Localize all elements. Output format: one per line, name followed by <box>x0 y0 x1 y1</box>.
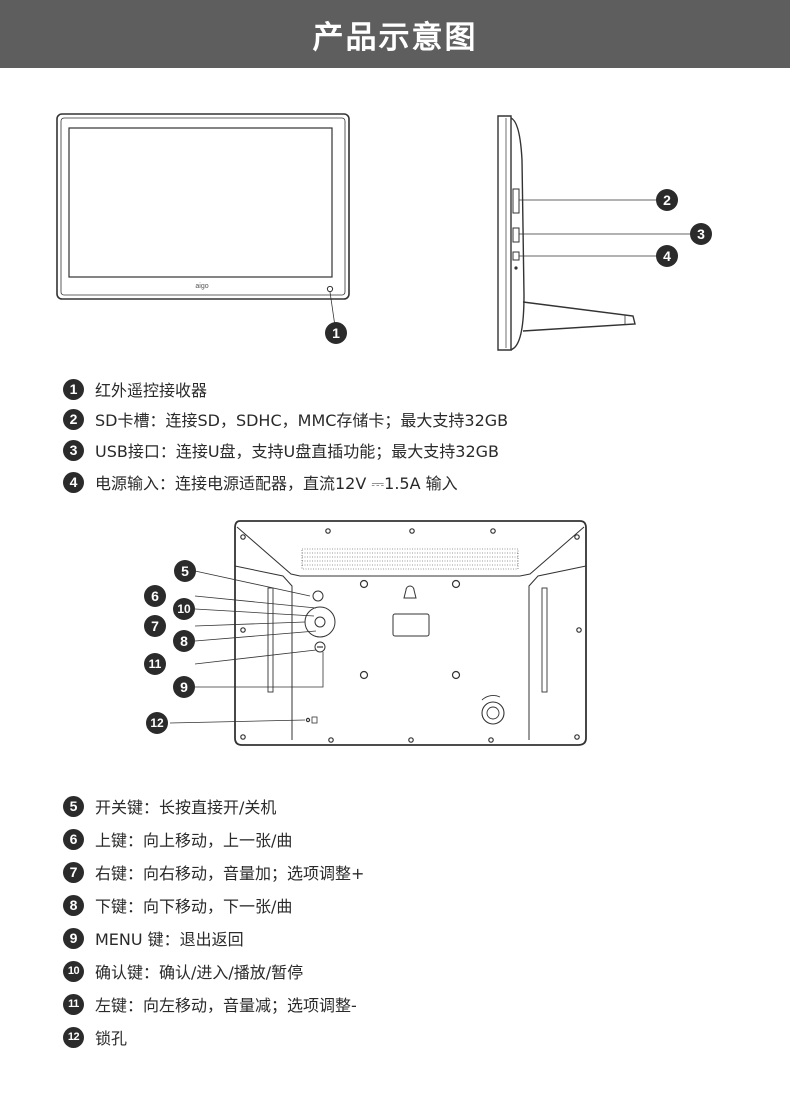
ir-receiver-icon <box>326 285 334 293</box>
legend-item-4: 4 电源输入：连接电源适配器，直流12V ⎓1.5A 输入 <box>63 470 458 494</box>
stand-knob-icon <box>481 701 505 725</box>
menu-button-icon <box>314 641 326 653</box>
callout-6-label: 6 <box>151 588 159 604</box>
legend-item-5: 5 开关键：长按直接开/关机 <box>63 794 276 818</box>
legend-item-1: 1 红外遥控接收器 <box>63 377 207 401</box>
callout-1-label: 1 <box>332 325 340 341</box>
legend-item-7: 7 右键：向右移动，音量加；选项调整+ <box>63 860 364 884</box>
legend-text: 开关键：长按直接开/关机 <box>95 798 277 817</box>
legend-item-8: 8 下键：向下移动，下一张/曲 <box>63 893 292 917</box>
legend-badge: 12 <box>63 1026 84 1048</box>
legend-badge: 6 <box>63 828 84 850</box>
callout-4-label: 4 <box>663 248 671 264</box>
legend-badge: 3 <box>63 439 84 461</box>
legend-text: MENU 键：退出返回 <box>95 930 244 949</box>
legend-badge: 10 <box>63 960 84 982</box>
legend-item-6: 6 上键：向上移动，上一张/曲 <box>63 827 292 851</box>
legend-badge: 4 <box>63 471 84 493</box>
legend-badge: 2 <box>63 408 84 430</box>
legend-item-11: 11 左键：向左移动，音量减；选项调整- <box>63 992 357 1016</box>
callout-10-label: 10 <box>177 602 191 616</box>
callout-10: 10 <box>173 598 195 620</box>
callout-8: 8 <box>173 630 195 652</box>
callout-3-label: 3 <box>697 226 705 242</box>
legend-text: 锁孔 <box>95 1029 128 1048</box>
callout-12-label: 12 <box>150 716 164 730</box>
legend-text: SD卡槽：连接SD，SDHC，MMC存储卡；最大支持32GB <box>95 411 509 430</box>
callout-2: 2 <box>656 189 678 211</box>
callout-5: 5 <box>174 560 196 582</box>
ok-button-icon <box>314 616 326 628</box>
side-view <box>497 115 690 351</box>
legend-badge: 8 <box>63 894 84 916</box>
callout-11: 11 <box>144 653 166 675</box>
callout-1: 1 <box>325 322 347 344</box>
legend-item-2: 2 SD卡槽：连接SD，SDHC，MMC存储卡；最大支持32GB <box>63 407 508 431</box>
callout-4: 4 <box>656 245 678 267</box>
callout-7: 7 <box>144 615 166 637</box>
back-view <box>169 520 587 746</box>
navigation-pad <box>304 606 336 638</box>
callout-3: 3 <box>690 223 712 245</box>
callout-badges: 1 2 3 4 5 6 10 7 8 11 9 12 <box>144 189 712 734</box>
callout-11-label: 11 <box>149 657 162 671</box>
legend-badge: 9 <box>63 927 84 949</box>
callout-5-label: 5 <box>181 563 189 579</box>
legend-text: 上键：向上移动，上一张/曲 <box>95 831 293 850</box>
page-title: 产品示意图 <box>312 19 478 56</box>
legend-item-3: 3 USB接口：连接U盘，支持U盘直插功能；最大支持32GB <box>63 438 499 462</box>
legend-badge: 7 <box>63 861 84 883</box>
legend-text: 下键：向下移动，下一张/曲 <box>95 897 293 916</box>
callout-2-label: 2 <box>663 192 671 208</box>
lock-icon <box>311 716 318 724</box>
legend-text: 红外遥控接收器 <box>95 381 208 400</box>
brand-logo: aigo <box>195 283 208 290</box>
legend-item-9: 9 MENU 键：退出返回 <box>63 926 244 950</box>
header-bar: 产品示意图 <box>0 0 790 68</box>
legend-text: 左键：向左移动，音量减；选项调整- <box>95 996 357 1015</box>
legend-badge: 1 <box>63 378 84 400</box>
legend-badge: 11 <box>63 993 84 1015</box>
callout-6: 6 <box>144 585 166 607</box>
legend-text: 确认键：确认/进入/播放/暂停 <box>95 963 304 982</box>
callout-8-label: 8 <box>180 633 188 649</box>
legend-text: 电源输入：连接电源适配器，直流12V ⎓1.5A 输入 <box>95 474 458 493</box>
front-view <box>56 113 350 334</box>
callout-9: 9 <box>173 676 195 698</box>
legend-text: USB接口：连接U盘，支持U盘直插功能；最大支持32GB <box>95 442 500 461</box>
legend-item-12: 12 锁孔 <box>63 1025 127 1049</box>
callout-9-label: 9 <box>180 679 188 695</box>
wall-mount-hole-icon <box>403 585 417 599</box>
legend-text: 右键：向右移动，音量加；选项调整+ <box>95 864 365 883</box>
power-button-icon <box>312 590 324 602</box>
legend-item-10: 10 确认键：确认/进入/播放/暂停 <box>63 959 303 983</box>
legend-badge: 5 <box>63 795 84 817</box>
callout-7-label: 7 <box>151 618 159 634</box>
callout-12: 12 <box>146 712 168 734</box>
